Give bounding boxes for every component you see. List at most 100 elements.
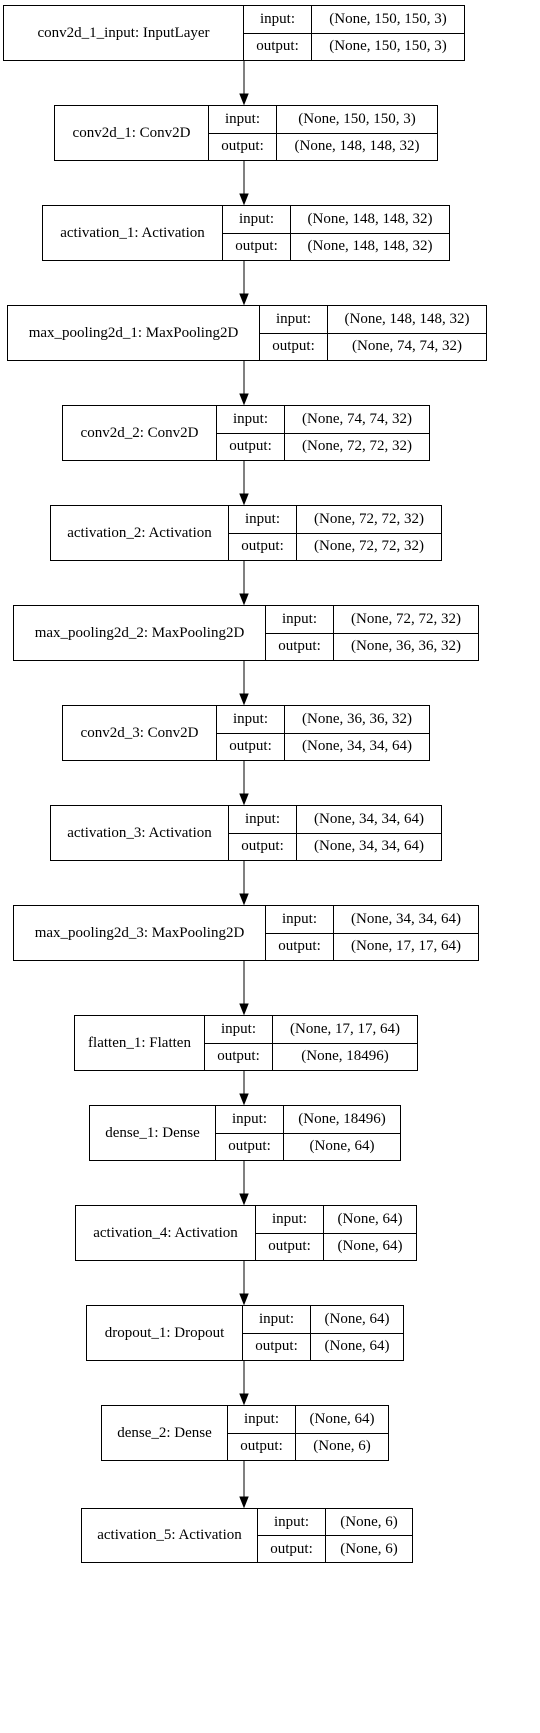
input-shape: (None, 6): [326, 1509, 412, 1536]
arrowhead-icon: [239, 1193, 249, 1206]
input-shape: (None, 72, 72, 32): [297, 506, 441, 534]
input-label: input:: [217, 406, 284, 434]
output-shape: (None, 72, 72, 32): [302, 438, 412, 455]
input-label: input:: [229, 506, 296, 534]
arrowhead-icon: [239, 493, 249, 506]
layer-name: activation_2: Activation: [51, 506, 229, 560]
input-label: input:: [260, 306, 327, 334]
arrowhead-icon: [239, 1393, 249, 1406]
input-label: input:: [228, 1406, 295, 1434]
output-shape: (None, 150, 150, 3): [329, 38, 447, 55]
layer-name: max_pooling2d_2: MaxPooling2D: [14, 606, 266, 660]
output-label: output:: [240, 1438, 283, 1455]
layer-name: activation_4: Activation: [76, 1206, 256, 1260]
input-shape: (None, 36, 36, 32): [285, 706, 429, 734]
output-label: output:: [241, 838, 284, 855]
layer-name: dense_1: Dense: [90, 1106, 216, 1160]
input-label: input:: [244, 6, 311, 34]
input-label: input:: [266, 906, 333, 934]
input-shape: (None, 150, 150, 3): [277, 106, 437, 134]
arrowhead-icon: [239, 893, 249, 906]
output-label: output:: [221, 138, 264, 155]
layer-name: dense_2: Dense: [102, 1406, 228, 1460]
input-label: input:: [256, 1206, 323, 1234]
output-label: output:: [278, 638, 321, 655]
input-shape: (None, 64): [296, 1406, 388, 1434]
output-shape: (None, 34, 34, 64): [314, 838, 424, 855]
output-shape: (None, 64): [337, 1238, 403, 1255]
output-label: output:: [228, 1138, 271, 1155]
output-shape: (None, 148, 148, 32): [307, 238, 433, 255]
arrowhead-icon: [239, 593, 249, 606]
input-shape: (None, 17, 17, 64): [273, 1016, 417, 1044]
input-label: input:: [217, 706, 284, 734]
input-shape: (None, 74, 74, 32): [285, 406, 429, 434]
layer-name: activation_3: Activation: [51, 806, 229, 860]
input-label: input:: [209, 106, 276, 134]
input-shape: (None, 72, 72, 32): [334, 606, 478, 634]
output-shape: (None, 64): [324, 1338, 390, 1355]
output-label: output:: [229, 438, 272, 455]
input-label: input:: [266, 606, 333, 634]
layer-name: conv2d_1_input: InputLayer: [4, 6, 244, 60]
output-label: output:: [278, 938, 321, 955]
arrowhead-icon: [239, 1093, 249, 1106]
output-shape: (None, 17, 17, 64): [351, 938, 461, 955]
output-shape: (None, 72, 72, 32): [314, 538, 424, 555]
output-shape: (None, 6): [313, 1438, 371, 1455]
arrowhead-icon: [239, 193, 249, 206]
output-shape: (None, 18496): [301, 1048, 389, 1065]
input-shape: (None, 64): [311, 1306, 403, 1334]
output-shape: (None, 64): [309, 1138, 375, 1155]
output-label: output:: [272, 338, 315, 355]
input-shape: (None, 150, 150, 3): [312, 6, 464, 34]
layer-name: conv2d_3: Conv2D: [63, 706, 217, 760]
input-shape: (None, 34, 34, 64): [297, 806, 441, 834]
output-label: output:: [256, 38, 299, 55]
output-label: output:: [270, 1540, 313, 1557]
input-label: input:: [229, 806, 296, 834]
input-label: input:: [223, 206, 290, 234]
output-shape: (None, 6): [340, 1540, 398, 1557]
output-label: output:: [241, 538, 284, 555]
arrowhead-icon: [239, 293, 249, 306]
layer-name: activation_1: Activation: [43, 206, 223, 260]
arrowhead-icon: [239, 393, 249, 406]
output-shape: (None, 74, 74, 32): [352, 338, 462, 355]
input-label: input:: [258, 1509, 325, 1536]
input-shape: (None, 148, 148, 32): [328, 306, 486, 334]
arrowhead-icon: [239, 1293, 249, 1306]
output-label: output:: [235, 238, 278, 255]
input-shape: (None, 34, 34, 64): [334, 906, 478, 934]
output-label: output:: [268, 1238, 311, 1255]
input-shape: (None, 18496): [284, 1106, 400, 1134]
input-shape: (None, 148, 148, 32): [291, 206, 449, 234]
output-shape: (None, 148, 148, 32): [294, 138, 420, 155]
arrowhead-icon: [239, 793, 249, 806]
arrowhead-icon: [239, 1003, 249, 1016]
input-shape: (None, 64): [324, 1206, 416, 1234]
output-label: output:: [255, 1338, 298, 1355]
output-label: output:: [229, 738, 272, 755]
input-label: input:: [205, 1016, 272, 1044]
output-shape: (None, 34, 34, 64): [302, 738, 412, 755]
input-label: input:: [216, 1106, 283, 1134]
arrowhead-icon: [239, 93, 249, 106]
output-shape: (None, 36, 36, 32): [351, 638, 461, 655]
layer-name: flatten_1: Flatten: [75, 1016, 205, 1070]
